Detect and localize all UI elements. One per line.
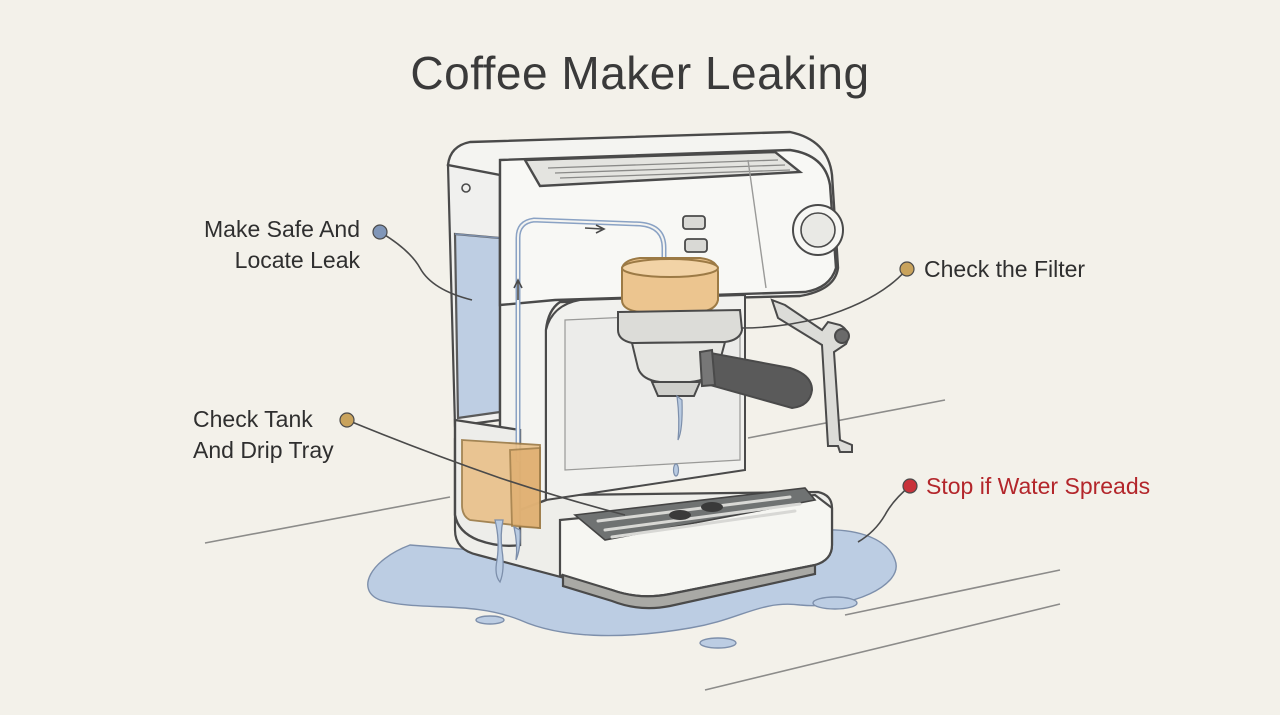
drip-tray-grid — [573, 487, 817, 541]
callout-dot-filter — [899, 261, 915, 277]
callout-dot-safe — [372, 224, 388, 240]
coffee-drip — [672, 394, 683, 477]
callout-dot-tank — [339, 412, 355, 428]
callout-make-safe-line2: Locate Leak — [234, 247, 360, 273]
steam-wand — [770, 298, 853, 453]
diagram-title: Coffee Maker Leaking — [410, 47, 870, 99]
filter-group-head — [621, 257, 719, 313]
internal-pipe — [515, 217, 667, 463]
flow-arrow-up — [513, 278, 523, 300]
callout-check-filter: Check the Filter — [924, 256, 1086, 282]
leader-lines — [346, 231, 911, 543]
flow-arrow-right — [584, 224, 606, 234]
counter-lines — [204, 399, 1061, 691]
power-icon — [461, 183, 471, 193]
callout-make-safe-line1: Make Safe And — [204, 216, 360, 242]
leak-drips — [494, 519, 521, 584]
callout-dot-spread — [902, 478, 918, 494]
callout-check-tank-line1: Check Tank — [193, 406, 313, 432]
portafilter — [617, 308, 814, 410]
callout-check-tank: Check Tank And Drip Tray — [193, 404, 334, 466]
callout-make-safe: Make Safe And Locate Leak — [170, 214, 360, 276]
callout-stop-if-water-spreads: Stop if Water Spreads — [926, 473, 1151, 499]
amber-tank-section — [461, 439, 541, 530]
callout-check-tank-line2: And Drip Tray — [193, 437, 334, 463]
steam-knob-icon — [792, 204, 844, 256]
water-tank — [446, 160, 502, 428]
